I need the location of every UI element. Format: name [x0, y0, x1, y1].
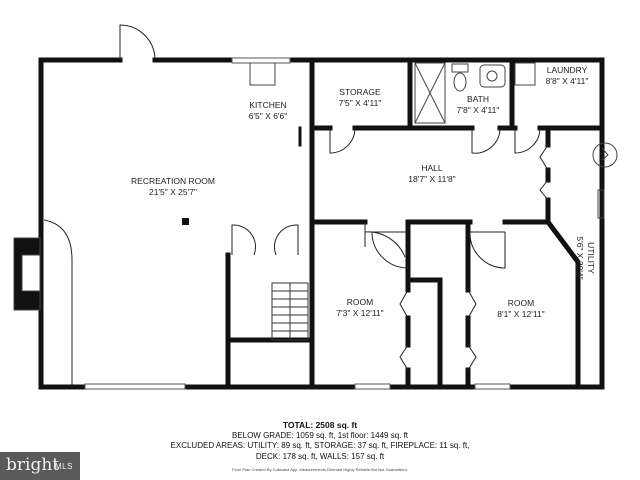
- utility-label: UTILITY5'6" X 20'4": [575, 236, 596, 279]
- windows: [84, 57, 511, 390]
- summary-line-3: DECK: 178 sq. ft, WALLS: 157 sq. ft: [255, 451, 385, 461]
- stairs: [271, 282, 309, 341]
- total-area: TOTAL: 2508 sq. ft: [282, 420, 358, 430]
- summary-line-2: EXCLUDED AREAS: UTILITY: 89 sq. ft, STOR…: [170, 441, 470, 450]
- doors: [43, 24, 549, 387]
- logo-suffix: MLS: [55, 462, 73, 471]
- logo-brand: bright: [6, 455, 60, 475]
- area-summary: TOTAL: 2508 sq. ft BELOW GRADE: 1059 sq.…: [0, 420, 640, 476]
- fixtures: [13, 62, 618, 311]
- summary-line-1: BELOW GRADE: 1059 sq. ft, 1st floor: 144…: [231, 430, 409, 440]
- walls: [38, 57, 605, 390]
- credit-text: Floor Plan Created By Cubicasa App. Meas…: [232, 467, 408, 472]
- bright-mls-logo: bright MLS: [0, 452, 80, 480]
